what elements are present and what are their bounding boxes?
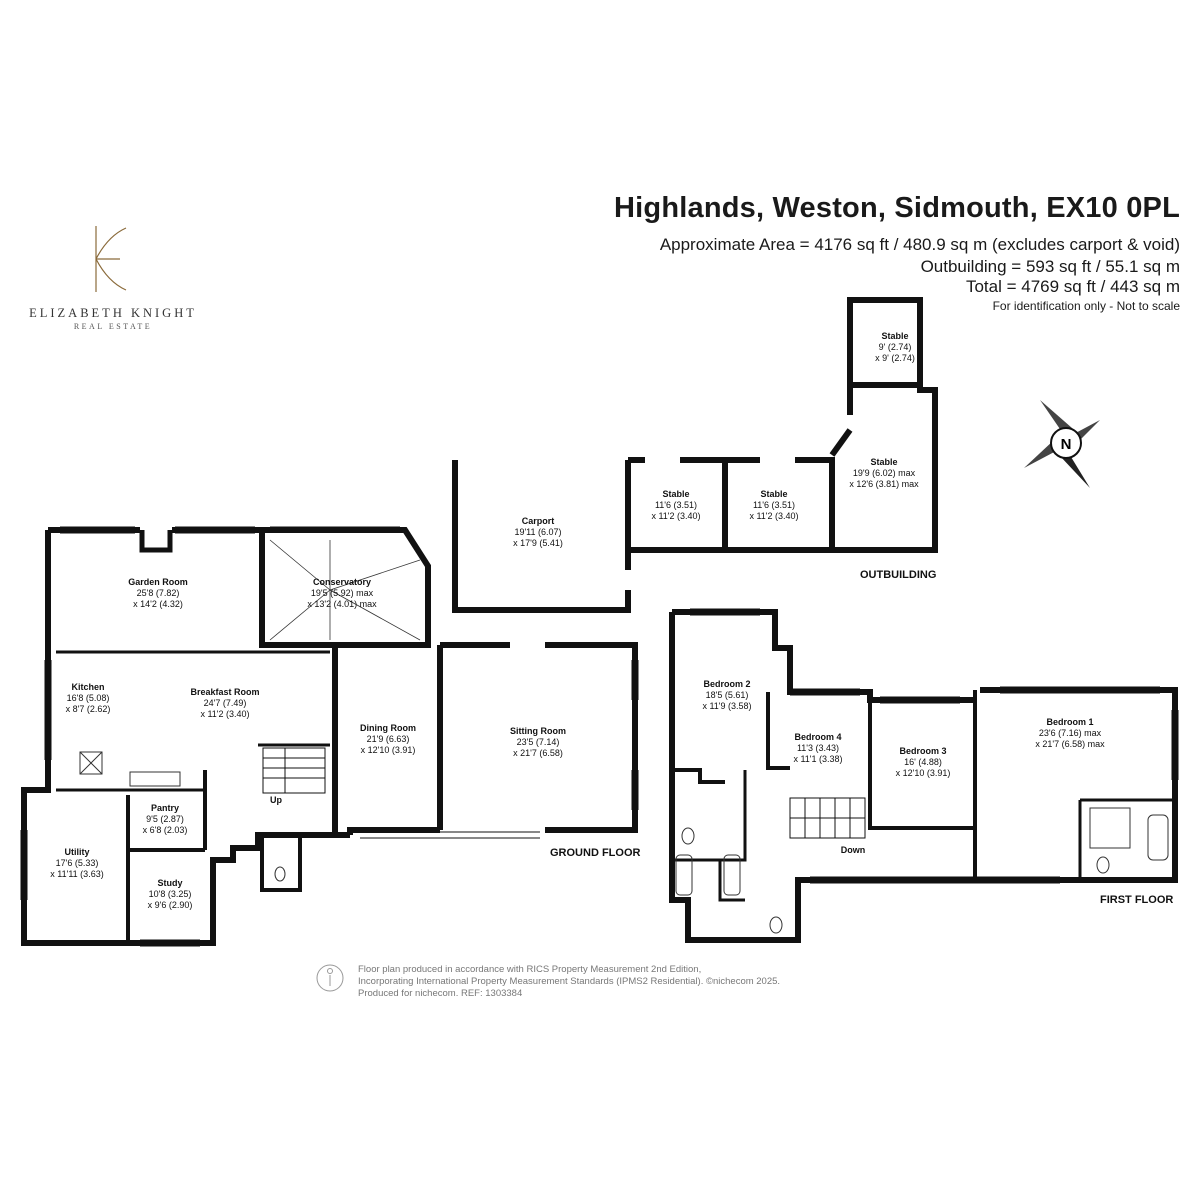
staircase-first [789,797,866,839]
person-icon [316,964,344,992]
room-study-dim1: 10'8 (3.25) [149,889,192,899]
room-bedroom-2-dim2: x 11'9 (3.58) [702,701,751,711]
stairs-down-label: Down [841,845,866,855]
room-stable-d-dim2: x 9' (2.74) [875,353,915,363]
approximate-area: Approximate Area = 4176 sq ft / 480.9 sq… [659,235,1180,254]
room-stable-a-name: Stable [662,489,689,499]
room-stable-a-dim2: x 11'2 (3.40) [651,511,700,521]
fixtures [79,751,1169,934]
compass-icon [1024,400,1100,488]
room-bedroom-4-dim2: x 11'1 (3.38) [793,754,842,764]
room-breakfast-room-dim1: 24'7 (7.49) [204,698,247,708]
windows [20,526,1179,947]
room-study-name: Study [157,878,182,888]
room-utility-name: Utility [64,847,89,857]
room-bedroom-2-dim1: 18'5 (5.61) [706,690,749,700]
room-bedroom-4-dim1: 11'3 (3.43) [797,743,839,753]
logo-name: ELIZABETH KNIGHT [29,306,197,320]
outbuilding-label: OUTBUILDING [860,569,936,581]
property-title: Highlands, Weston, Sidmouth, EX10 0PL [614,192,1180,224]
room-bedroom-1-dim1: 23'6 (7.16) max [1039,728,1102,738]
room-stable-b-dim2: x 11'2 (3.40) [749,511,798,521]
room-bedroom-1-name: Bedroom 1 [1046,717,1093,727]
room-stable-d-name: Stable [881,331,908,341]
room-kitchen-dim1: 16'8 (5.08) [67,693,110,703]
room-carport-dim1: 19'11 (6.07) [514,527,561,537]
room-garden-room-name: Garden Room [128,577,188,587]
room-kitchen-name: Kitchen [71,682,104,692]
room-stable-a-dim1: 11'6 (3.51) [655,500,697,510]
room-stable-c-dim1: 19'9 (6.02) max [853,468,916,478]
footer-line-2: Incorporating International Property Mea… [358,976,781,987]
room-utility-dim2: x 11'11 (3.63) [50,869,103,879]
walls [21,297,1178,946]
room-breakfast-room-dim2: x 11'2 (3.40) [200,709,249,719]
total-area: Total = 4769 sq ft / 443 sq m [965,277,1180,296]
room-conservatory-dim1: 19'5 (5.92) max [311,588,374,598]
room-dining-room-dim2: x 12'10 (3.91) [361,745,416,755]
room-bedroom-3-dim2: x 12'10 (3.91) [896,768,951,778]
room-dining-room-name: Dining Room [360,723,416,733]
room-sitting-room-dim2: x 21'7 (6.58) [513,748,563,758]
room-sitting-room-dim1: 23'5 (7.14) [517,737,560,747]
room-carport-name: Carport [522,516,555,526]
identification-note: For identification only - Not to scale [992,299,1180,313]
room-bedroom-4-name: Bedroom 4 [794,732,841,742]
logo-mark-icon [95,226,127,292]
room-pantry-dim2: x 6'8 (2.03) [143,825,188,835]
room-stable-c-name: Stable [870,457,897,467]
room-carport-dim2: x 17'9 (5.41) [513,538,563,548]
room-conservatory-name: Conservatory [313,577,371,587]
room-stable-b-name: Stable [760,489,787,499]
room-stable-d-dim1: 9' (2.74) [879,342,912,352]
room-kitchen-dim2: x 8'7 (2.62) [66,704,111,714]
room-breakfast-room-name: Breakfast Room [190,687,259,697]
first-floor-label: FIRST FLOOR [1100,894,1173,906]
room-pantry-dim1: 9'5 (2.87) [146,814,184,824]
room-garden-room-dim1: 25'8 (7.82) [137,588,180,598]
footer-line-3: Produced for nichecom. REF: 1303384 [358,988,523,999]
staircase-ground [262,747,326,794]
room-stable-b-dim1: 11'6 (3.51) [753,500,795,510]
logo-subtitle: REAL ESTATE [73,322,153,331]
room-utility-dim1: 17'6 (5.33) [56,858,99,868]
room-bedroom-1-dim2: x 21'7 (6.58) max [1035,739,1105,749]
room-conservatory-dim2: x 13'2 (4.01) max [307,599,377,609]
room-sitting-room-name: Sitting Room [510,726,566,736]
ground-floor-label: GROUND FLOOR [550,847,640,859]
footer-note: Floor plan produced in accordance with R… [358,964,780,1000]
conservatory-roof [269,539,421,641]
room-bedroom-3-name: Bedroom 3 [899,746,946,756]
room-garden-room-dim2: x 14'2 (4.32) [133,599,183,609]
compass-north-letter: N [1061,436,1072,453]
room-bedroom-2-name: Bedroom 2 [703,679,750,689]
room-stable-c-dim2: x 12'6 (3.81) max [849,479,919,489]
room-study-dim2: x 9'6 (2.90) [148,900,193,910]
outbuilding-area: Outbuilding = 593 sq ft / 55.1 sq m [920,257,1180,276]
room-pantry-name: Pantry [151,803,179,813]
room-dining-room-dim1: 21'9 (6.63) [367,734,410,744]
footer-line-1: Floor plan produced in accordance with R… [358,964,702,975]
stairs-up-label: Up [270,795,282,805]
room-bedroom-3-dim1: 16' (4.88) [904,757,942,767]
